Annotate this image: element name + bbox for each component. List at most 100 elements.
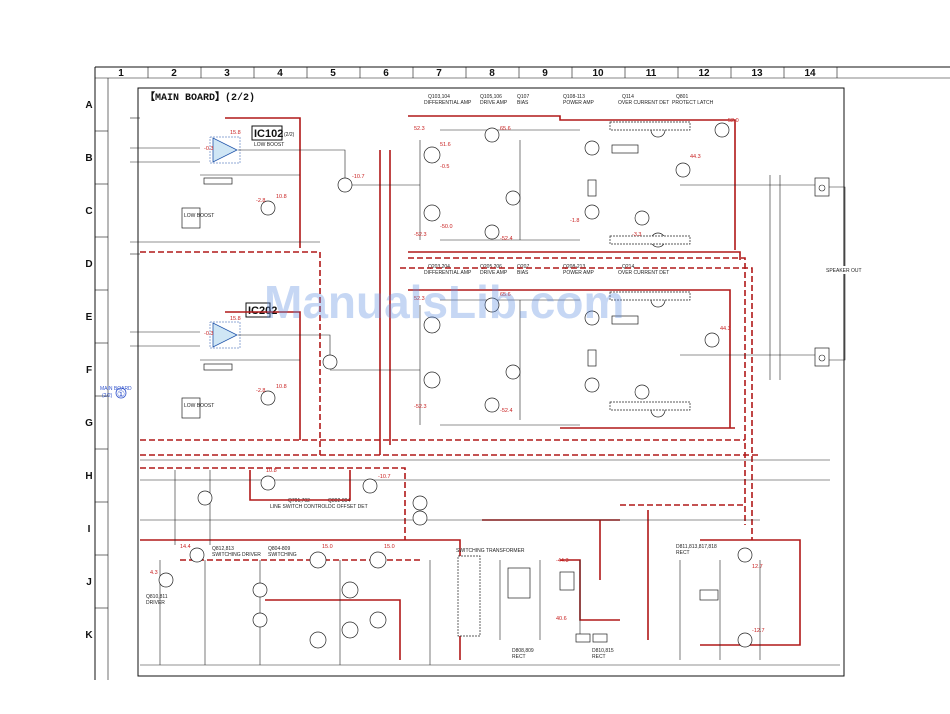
grid-row-i: I xyxy=(88,524,91,535)
grid-row-k: K xyxy=(85,630,93,641)
grid-row-g: G xyxy=(85,418,93,429)
svg-text:Q105,106: Q105,106 xyxy=(480,94,502,100)
svg-text:Q114: Q114 xyxy=(622,94,634,100)
grid-col-2: 2 xyxy=(171,68,177,79)
passive-components xyxy=(203,121,719,643)
board-outline xyxy=(137,87,845,677)
grid-column-ticks xyxy=(147,67,838,78)
svg-text:Q801: Q801 xyxy=(676,94,688,100)
grid-col-3: 3 xyxy=(224,68,230,79)
low-boost-switch-1: LOW BOOST xyxy=(181,207,214,229)
svg-text:Q810,811: Q810,811 xyxy=(146,594,168,600)
grid-row-c: C xyxy=(85,206,92,217)
svg-text:DRIVER: DRIVER xyxy=(146,600,165,606)
svg-text:DIFFERENTIAL AMP: DIFFERENTIAL AMP xyxy=(424,270,472,276)
grid-col-10: 10 xyxy=(592,68,604,79)
grid-col-11: 11 xyxy=(646,68,657,79)
svg-text:52.3: 52.3 xyxy=(414,296,425,302)
grid-col-1: 1 xyxy=(118,68,124,79)
svg-text:-52.3: -52.3 xyxy=(414,404,427,410)
svg-text:OVER CURRENT DET: OVER CURRENT DET xyxy=(618,270,669,276)
svg-text:10.8: 10.8 xyxy=(266,468,277,474)
svg-text:4.3: 4.3 xyxy=(150,570,158,576)
svg-text:Q804-809: Q804-809 xyxy=(268,546,290,552)
svg-text:-52.4: -52.4 xyxy=(500,236,513,242)
grid-col-9: 9 xyxy=(542,68,548,79)
svg-text:15.8: 15.8 xyxy=(230,130,241,136)
svg-text:D811,813,817,818: D811,813,817,818 xyxy=(676,544,717,550)
svg-text:-10.7: -10.7 xyxy=(352,174,365,180)
svg-text:-52.4: -52.4 xyxy=(500,408,513,414)
svg-text:PROTECT LATCH: PROTECT LATCH xyxy=(672,100,714,106)
svg-text:BIAS: BIAS xyxy=(517,270,529,276)
svg-text:51.6: 51.6 xyxy=(440,142,451,148)
svg-text:POWER AMP: POWER AMP xyxy=(563,100,595,106)
svg-text:Q203,204: Q203,204 xyxy=(428,264,450,270)
svg-text:-2.8: -2.8 xyxy=(256,198,265,204)
svg-text:LOW BOOST: LOW BOOST xyxy=(254,142,284,148)
ic102-block: IC102 (2/2) LOW BOOST 15.8 -0.3 xyxy=(204,125,295,164)
signal-wiring xyxy=(130,117,840,666)
svg-text:15.0: 15.0 xyxy=(384,544,395,550)
grid-col-8: 8 xyxy=(489,68,495,79)
svg-text:-2.8: -2.8 xyxy=(256,388,265,394)
svg-text:-1.8: -1.8 xyxy=(570,218,579,224)
svg-text:POWER AMP: POWER AMP xyxy=(563,270,595,276)
svg-text:Q205,206: Q205,206 xyxy=(480,264,502,270)
grid-row-ticks xyxy=(95,130,108,609)
grid-row-labels: A B C D E F G H I J K xyxy=(85,100,93,641)
svg-text:-44.3: -44.3 xyxy=(556,558,569,564)
voltage-readings: 10.8 -2.8 10.8 -2.8 -10.7 52.3 51.6 -0.5… xyxy=(150,118,765,634)
svg-text:SWITCHING: SWITCHING xyxy=(268,552,297,558)
svg-text:-0.3: -0.3 xyxy=(204,146,213,152)
grid-col-5: 5 xyxy=(330,68,336,79)
grid-column-labels: 1 2 3 4 5 6 7 8 9 10 11 12 13 14 xyxy=(118,68,816,79)
svg-text:-50.0: -50.0 xyxy=(440,224,453,230)
svg-text:(2/2): (2/2) xyxy=(102,393,113,399)
svg-text:IC102: IC102 xyxy=(254,128,283,140)
svg-text:15.0: 15.0 xyxy=(322,544,333,550)
svg-text:RECT: RECT xyxy=(592,654,606,660)
svg-text:RECT: RECT xyxy=(676,550,690,556)
grid-col-6: 6 xyxy=(383,68,389,79)
board-title: 【MAIN BOARD】(2/2) xyxy=(145,90,255,104)
svg-text:LOW BOOST: LOW BOOST xyxy=(184,403,214,409)
svg-text:10.8: 10.8 xyxy=(276,384,287,390)
svg-text:65.6: 65.6 xyxy=(500,292,511,298)
svg-text:OVER CURRENT DET: OVER CURRENT DET xyxy=(618,100,669,106)
svg-text:52.0: 52.0 xyxy=(728,118,739,124)
svg-text:DRIVE AMP: DRIVE AMP xyxy=(480,270,508,276)
svg-text:LOW BOOST: LOW BOOST xyxy=(184,213,214,219)
transistors xyxy=(158,122,753,649)
svg-text:44.3: 44.3 xyxy=(720,326,731,332)
svg-text:BIAS: BIAS xyxy=(517,100,529,106)
svg-text:SWITCHING DRIVER: SWITCHING DRIVER xyxy=(212,552,261,558)
grid-col-7: 7 xyxy=(436,68,442,79)
svg-text:65.6: 65.6 xyxy=(500,126,511,132)
svg-text:-0.3: -0.3 xyxy=(204,331,213,337)
svg-text:Q701,702: Q701,702 xyxy=(288,498,310,504)
svg-text:MAIN BOARD: MAIN BOARD xyxy=(100,386,132,392)
speaker-out-connectors: SPEAKER OUT xyxy=(814,177,862,367)
grid-col-12: 12 xyxy=(698,68,710,79)
svg-text:52.3: 52.3 xyxy=(414,126,425,132)
connector-main-board: MAIN BOARD (2/2) ① xyxy=(100,386,132,400)
grid-row-d: D xyxy=(85,259,92,270)
grid-col-4: 4 xyxy=(277,68,283,79)
svg-text:12.7: 12.7 xyxy=(752,564,763,570)
grid-frame xyxy=(94,66,950,680)
grid-row-a: A xyxy=(85,100,92,111)
svg-text:-52.3: -52.3 xyxy=(414,232,427,238)
svg-text:Q108-113: Q108-113 xyxy=(563,94,585,100)
svg-text:SWITCHING TRANSFORMER: SWITCHING TRANSFORMER xyxy=(456,548,525,554)
svg-text:Q214: Q214 xyxy=(622,264,634,270)
svg-text:-10.7: -10.7 xyxy=(378,474,391,480)
svg-text:DRIVE AMP: DRIVE AMP xyxy=(480,100,508,106)
svg-text:DIFFERENTIAL AMP: DIFFERENTIAL AMP xyxy=(424,100,472,106)
svg-text:Q812,813: Q812,813 xyxy=(212,546,234,552)
switching-transformer: SWITCHING TRANSFORMER xyxy=(456,548,525,554)
svg-text:①: ① xyxy=(117,390,125,400)
svg-text:Q802-804: Q802-804 xyxy=(328,498,350,504)
grid-row-b: B xyxy=(85,153,92,164)
